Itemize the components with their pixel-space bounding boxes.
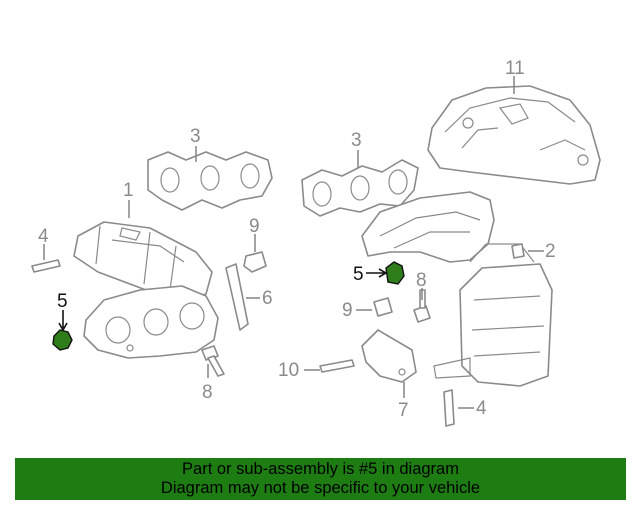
callout-10: 10 [278, 360, 299, 381]
callout-5-left: 5 [57, 291, 68, 312]
gasket-part-3-left: 3 [147, 126, 273, 211]
exhaust-manifold-left [83, 285, 219, 359]
callout-9-right: 9 [342, 300, 353, 321]
callout-6: 6 [262, 288, 273, 309]
callout-3-left: 3 [190, 126, 201, 147]
callout-11: 11 [505, 58, 525, 79]
bolt-part-8-right: 8 [413, 270, 431, 323]
callout-1: 1 [123, 180, 134, 201]
banner-line-1: Part or sub-assembly is #5 in diagram [182, 460, 459, 478]
nut-part-9-right: 9 [342, 297, 393, 321]
stud-part-4-right: 4 [443, 389, 487, 427]
exhaust-manifold-right: 2 [361, 191, 556, 387]
callout-5-right: 5 [353, 264, 364, 285]
callout-9-left: 9 [249, 216, 260, 237]
callout-8-left: 8 [202, 382, 213, 403]
parts-diagram: 11 3 3 1 4 [31, 58, 601, 427]
gasket-part-3-right: 3 [301, 130, 419, 217]
bracket-part-6: 6 [225, 263, 273, 331]
bracket-part-7: 7 [361, 329, 417, 421]
nut-part-9-left: 9 [243, 216, 267, 273]
callout-3-right: 3 [351, 130, 362, 151]
bolt-part-8-left: 8 [201, 345, 225, 403]
highlighted-part-5-left[interactable]: 5 [52, 291, 73, 351]
highlight-banner: Part or sub-assembly is #5 in diagram Di… [15, 458, 626, 500]
callout-2: 2 [545, 241, 556, 262]
banner-line-2: Diagram may not be specific to your vehi… [160, 479, 481, 497]
callout-8-right: 8 [416, 270, 427, 291]
callout-4-left: 4 [38, 226, 49, 247]
converter-part-1: 1 [73, 180, 213, 301]
heat-shield-part-11: 11 [427, 58, 601, 185]
stud-part-4-left: 4 [31, 226, 61, 273]
stud-part-10: 10 [278, 359, 355, 381]
callout-7: 7 [398, 400, 409, 421]
callout-4-right: 4 [476, 398, 487, 419]
highlighted-part-5-right[interactable]: 5 [353, 261, 405, 285]
